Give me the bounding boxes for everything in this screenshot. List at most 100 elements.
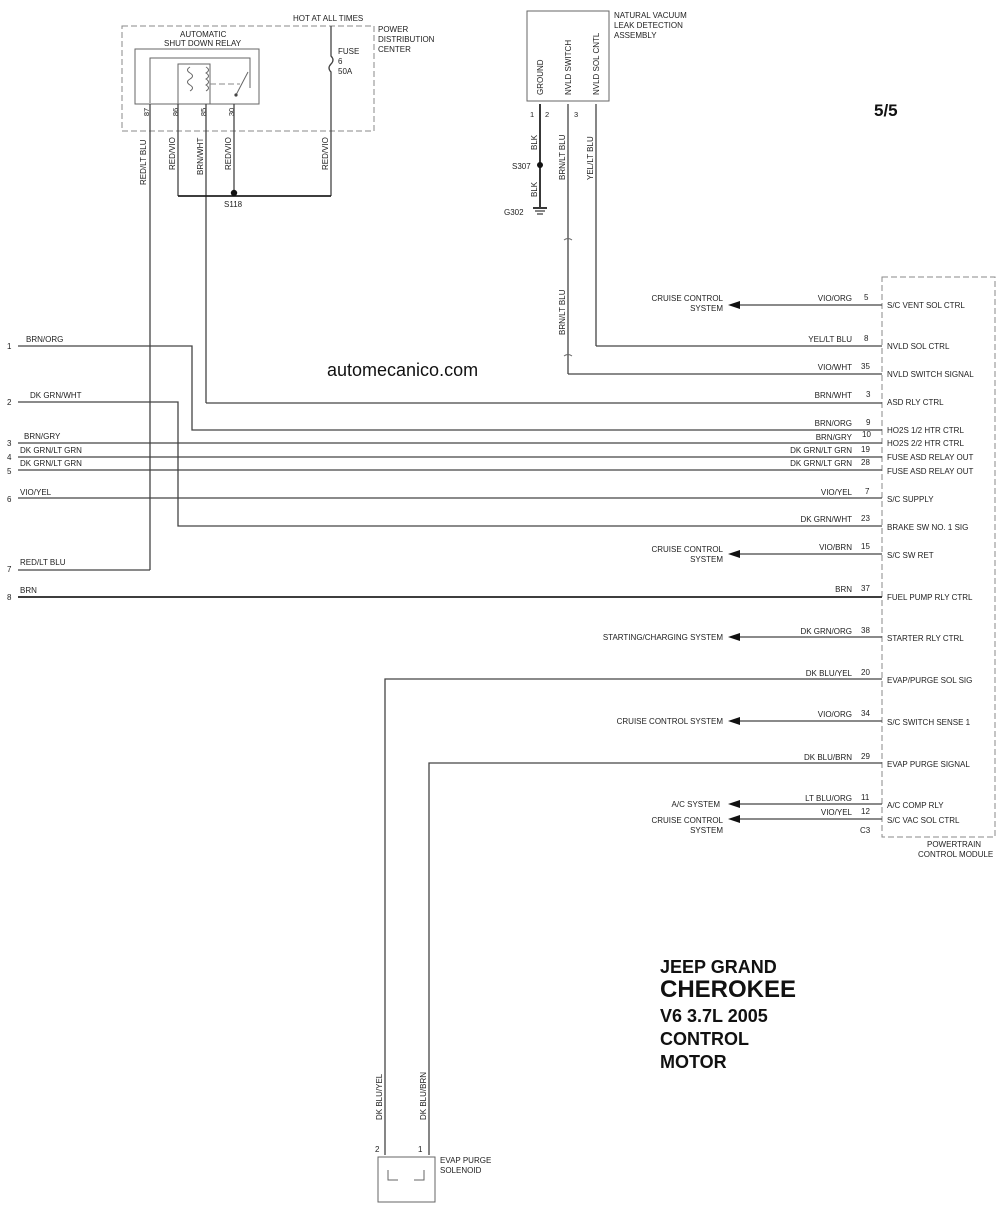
pcm-connector-c3: C3 (860, 826, 871, 835)
diagram-title: JEEP GRAND CHEROKEE V6 3.7L 2005 CONTROL… (660, 957, 796, 1072)
dest-cruise-34: CRUISE CONTROL SYSTEM (617, 717, 724, 726)
nvld-pin-1: 1 (530, 110, 534, 119)
pcm-outline (881, 276, 996, 838)
pcm-func-19: FUSE ASD RELAY OUT (887, 453, 974, 462)
relay-pin-87: 87 (142, 108, 151, 116)
evap-wire-1-color: DK BLU/BRN (419, 1072, 428, 1120)
pcm-func-35: NVLD SWITCH SIGNAL (887, 370, 974, 379)
evap-solenoid-box (377, 1156, 436, 1203)
pcm-pin-12: 12 (861, 807, 870, 816)
powertrain-control-module: POWERTRAIN CONTROL MODULE C3 (860, 276, 996, 859)
pcm-wire-29 (428, 762, 882, 1155)
wire-fuse-color: RED/VIO (321, 137, 330, 170)
pcm-func-10: HO2S 2/2 HTR CTRL (887, 439, 964, 448)
arrow-cruise-12 (728, 815, 740, 823)
pcm-name-line2: CONTROL MODULE (918, 850, 993, 859)
pcm-func-3: ASD RLY CTRL (887, 398, 944, 407)
pcm-func-37: FUEL PUMP RLY CTRL (887, 593, 973, 602)
arrow-starting (728, 633, 740, 641)
pcm-pin-3: 3 (866, 390, 871, 399)
asd-relay-name-line1: AUTOMATIC (180, 30, 227, 39)
inline-connector-marks (563, 238, 573, 357)
pcm-func-7: S/C SUPPLY (887, 495, 934, 504)
pcm-func-23: BRAKE SW NO. 1 SIG (887, 523, 968, 532)
pdc-outline (121, 25, 375, 132)
left-wire-color-4: DK GRN/LT GRN (20, 446, 82, 455)
pcm-wire-20 (384, 678, 882, 1155)
relay-wires: S118 RED/LT BLU RED/VIO BRN/WHT RED/VIO … (139, 104, 331, 570)
relay-resistor-symbol (187, 66, 193, 92)
evap-name-line1: EVAP PURGE (440, 1156, 491, 1165)
nvld-sol-wire-color: YEL/LT BLU (586, 136, 595, 180)
relay-switch-contact (235, 71, 249, 96)
fuse-label: FUSE (338, 47, 359, 56)
nvld-box (526, 10, 610, 102)
left-wire-color-2: DK GRN/WHT (30, 391, 82, 400)
power-distribution-center: HOT AT ALL TIMES POWER DISTRIBUTION CENT… (121, 14, 435, 196)
pcm-wire-color-3: BRN/WHT (815, 391, 852, 400)
dest-cruise-15-line2: SYSTEM (690, 555, 723, 564)
pcm-wire-color-19: DK GRN/LT GRN (790, 446, 852, 455)
arrow-cruise-5 (728, 301, 740, 309)
splice-s118-label: S118 (224, 200, 243, 209)
ground-symbol (533, 207, 547, 215)
left-connector-7: 7 (7, 565, 12, 574)
nvld-ground-wire-color: BLK (530, 134, 539, 150)
relay-internal-path (149, 57, 251, 103)
left-wire-color-1: BRN/ORG (26, 335, 63, 344)
pcm-wire-color-12: VIO/YEL (821, 808, 853, 817)
title-line3: V6 3.7L 2005 (660, 1006, 768, 1026)
pcm-wire-color-37: BRN (835, 585, 852, 594)
dest-cruise-12-line1: CRUISE CONTROL (651, 816, 723, 825)
pdc-name-line1: POWER (378, 25, 408, 34)
nvld-name-line3: ASSEMBLY (614, 31, 657, 40)
pcm-func-8: NVLD SOL CTRL (887, 342, 950, 351)
pcm-pin-9: 9 (866, 418, 871, 427)
nvld-pin-sol-name: NVLD SOL CNTL (592, 32, 601, 95)
pcm-pin-34: 34 (861, 709, 870, 718)
pcm-func-34: S/C SWITCH SENSE 1 (887, 718, 971, 727)
evap-solenoid-symbol (387, 1170, 425, 1181)
nvld-pin-switch-name: NVLD SWITCH (564, 40, 573, 95)
left-connector-8: 8 (7, 593, 12, 602)
evap-wire-2-color: DK BLU/YEL (375, 1073, 384, 1120)
left-connector-4: 4 (7, 453, 12, 462)
dest-starting: STARTING/CHARGING SYSTEM (603, 633, 723, 642)
wire-30-color: RED/VIO (224, 137, 233, 170)
nvld-assembly: NATURAL VACUUM LEAK DETECTION ASSEMBLY G… (504, 10, 853, 375)
title-line1: JEEP GRAND (660, 957, 777, 977)
nvld-ground-wire-color-2: BLK (530, 181, 539, 197)
fuse-symbol-wire (328, 26, 334, 196)
website-watermark: automecanico.com (327, 360, 478, 380)
pcm-name-line1: POWERTRAIN (927, 840, 981, 849)
arrow-ac (728, 800, 740, 808)
nvld-switch-wire-color-2: BRN/LT BLU (558, 289, 567, 335)
page-label: 5/5 (874, 101, 898, 120)
destination-arrows: CRUISE CONTROL SYSTEM CRUISE CONTROL SYS… (603, 294, 740, 835)
pcm-wire-color-38: DK GRN/ORG (800, 627, 852, 636)
dest-cruise-5-line2: SYSTEM (690, 304, 723, 313)
fuse-number: 6 (338, 57, 343, 66)
nvld-pin-ground-name: GROUND (536, 59, 545, 95)
wire-86-color: RED/VIO (168, 137, 177, 170)
left-wire-color-7: RED/LT BLU (20, 558, 66, 567)
pcm-wire-color-5: VIO/ORG (818, 294, 852, 303)
pcm-wire-color-34: VIO/ORG (818, 710, 852, 719)
left-wire-color-3: BRN/GRY (24, 432, 61, 441)
pcm-pin-19: 19 (861, 445, 870, 454)
relay-pin-86: 86 (171, 108, 180, 116)
wire-87-color: RED/LT BLU (139, 139, 148, 185)
pcm-func-11: A/C COMP RLY (887, 801, 944, 810)
nvld-switch-wire-color: BRN/LT BLU (558, 134, 567, 180)
evap-pin-2: 2 (375, 1145, 380, 1154)
arrow-cruise-34 (728, 717, 740, 725)
relay-pin-30: 30 (227, 108, 236, 116)
title-line2: CHEROKEE (660, 976, 796, 1003)
pcm-pin-20: 20 (861, 668, 870, 677)
asd-relay-name-line2: SHUT DOWN RELAY (164, 39, 242, 48)
pcm-pin-28: 28 (861, 458, 870, 467)
left-connector-6: 6 (7, 495, 12, 504)
nvld-name-line1: NATURAL VACUUM (614, 11, 687, 20)
nvld-pin-3: 3 (574, 110, 578, 119)
